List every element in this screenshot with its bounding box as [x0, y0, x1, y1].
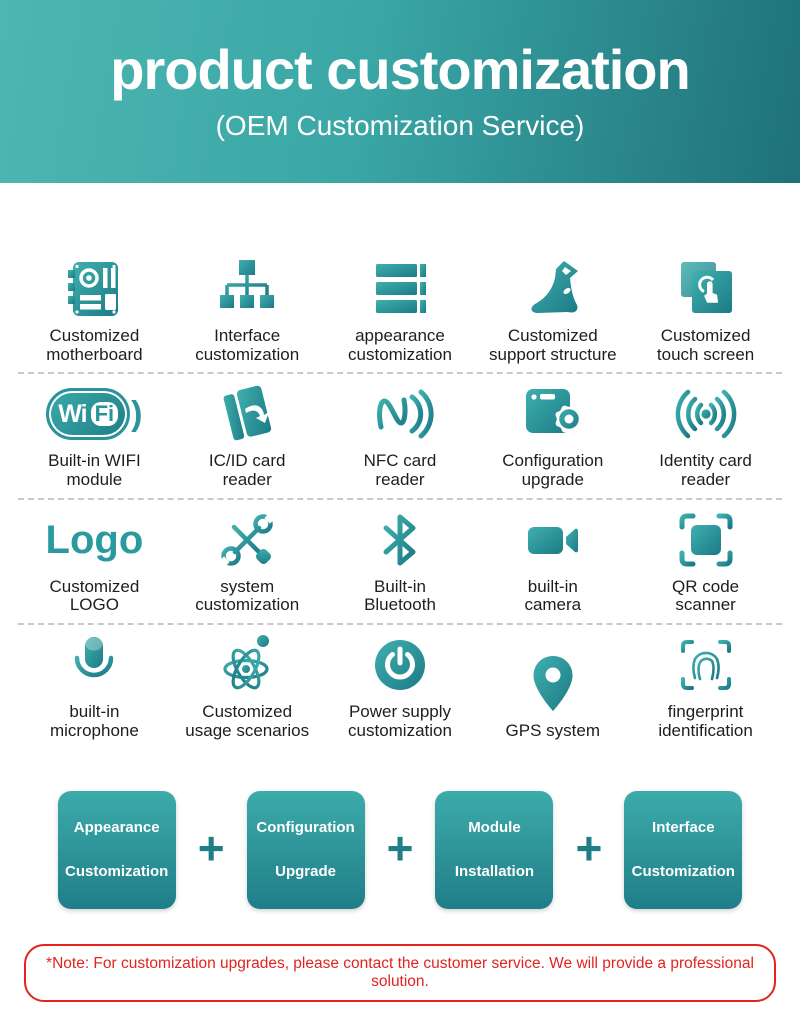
bluetooth-icon	[368, 506, 432, 574]
microphone-icon	[62, 631, 126, 699]
header-banner: product customization (OEM Customization…	[0, 0, 800, 183]
configuration-gear-icon	[521, 380, 585, 448]
power-icon	[368, 631, 432, 699]
tools-icon	[215, 506, 279, 574]
nfc-icon	[363, 380, 437, 448]
gps-pin-icon	[521, 650, 585, 718]
server-stack-icon	[368, 255, 432, 323]
camera-icon	[521, 506, 585, 574]
note-text: *Note: For customization upgrades, pleas…	[46, 954, 754, 990]
atom-icon	[215, 631, 279, 699]
note-banner: *Note: For customization upgrades, pleas…	[24, 943, 776, 1002]
ic-id-card-icon	[215, 380, 279, 448]
identity-signal-icon	[669, 380, 743, 448]
page-title: product customization	[110, 38, 690, 102]
logo-text: Logo	[45, 517, 144, 562]
fingerprint-icon	[674, 631, 738, 699]
plus-icon: +	[197, 821, 225, 874]
page-subtitle: (OEM Customization Service)	[215, 109, 585, 141]
touch-screen-icon	[674, 255, 738, 323]
feature-label: GPS system	[505, 720, 601, 740]
motherboard-icon	[62, 255, 126, 323]
support-structure-icon	[521, 255, 585, 323]
feature-cell: GPS system	[476, 631, 629, 740]
qr-scan-icon	[674, 506, 738, 574]
plus-icon: +	[575, 821, 603, 874]
interface-tree-icon	[215, 255, 279, 323]
plus-icon: +	[386, 821, 414, 874]
